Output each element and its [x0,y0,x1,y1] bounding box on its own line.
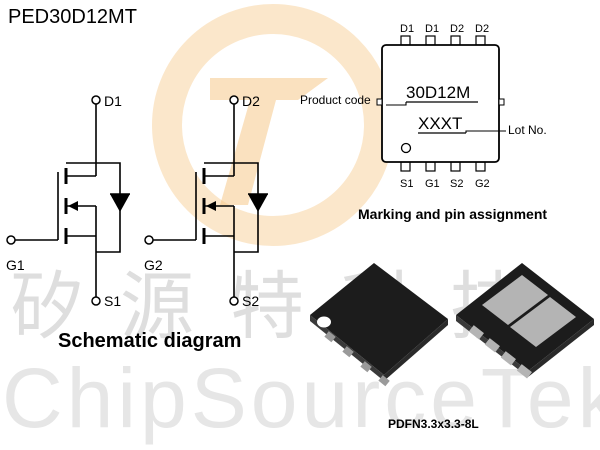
mosfet-2-symbol: D2 S2 G2 [144,93,268,309]
package-caption: PDFN3.3x3.3-8L [388,417,479,431]
top-pin-2 [425,35,436,46]
product-code-leader [386,102,407,106]
bottom-pin-4 [475,161,486,172]
package-bottom-edge-right [528,319,594,377]
s1-terminal [91,296,101,306]
bottom-pins [400,161,486,172]
lot-number-label: Lot No. [508,123,547,137]
bottom-lead [468,325,484,340]
package-bottom-view [456,263,594,379]
top-pin-1 [400,35,411,46]
s2-terminal [229,296,239,306]
d1-label: D1 [104,93,122,109]
package-lead [360,361,372,373]
bottom-pin-3 [450,161,461,172]
bottom-lead [484,338,500,353]
marking-caption: Marking and pin assignment [358,206,548,222]
package-lead [324,331,336,343]
d2-terminal [229,95,239,105]
marking-diagram: D1 D1 D2 D2 S1 G1 S2 G2 30D12M Product c… [300,23,547,190]
d2-label: D2 [242,93,260,109]
package-outline [381,44,500,163]
body-diode-icon [248,194,268,212]
bottom-lead [500,351,516,366]
pin1-dot-icon [317,316,331,328]
g2-terminal [144,235,154,245]
watermark-logo-icon [152,4,394,246]
bottom-pin-label-4: G2 [475,178,490,190]
watermark-logo-ring [152,4,394,246]
right-side-tab [498,98,505,106]
lot-code-leader [465,130,506,133]
top-pin-label-1: D1 [400,23,414,35]
body-diode-icon [110,194,130,212]
bottom-pin-label-3: S2 [450,178,463,190]
s2-label: S2 [242,293,259,309]
g1-terminal [6,235,16,245]
top-pin-label-4: D2 [475,23,489,35]
top-pin-4 [475,35,486,46]
schematic-caption: Schematic diagram [58,330,242,352]
lot-code-marking: XXXT [418,114,462,133]
top-pin-label-3: D2 [450,23,464,35]
bottom-pin-label-2: G1 [425,178,440,190]
product-code-label: Product code [300,93,371,107]
bottom-pin-1 [400,161,411,172]
g2-label: G2 [144,257,163,273]
watermark-english-text: ChipSourceTek [2,351,600,445]
mosfet-1-symbol: D1 S1 G1 [6,93,130,309]
channel-arrow-icon [206,201,216,211]
thermal-pad-2 [510,297,576,347]
top-pin-3 [450,35,461,46]
bottom-lead [516,364,532,379]
channel-arrow-icon [68,201,78,211]
package-lead [378,375,390,387]
package-lead [342,346,354,358]
watermark-logo-letter [210,78,328,205]
part-number-title: PED30D12MT [8,6,137,28]
d1-terminal [91,95,101,105]
schematic-diagram: D1 S1 G1 D2 S2 G2 [6,93,268,309]
top-pins [400,35,486,46]
package-top-view [310,263,448,387]
product-code-marking: 30D12M [406,83,470,102]
s1-label: S1 [104,293,121,309]
thermal-pad-1 [482,275,548,325]
package-top-body [310,263,448,375]
bottom-pin-label-1: S1 [400,178,413,190]
package-top-edge-right [384,319,448,381]
pin1-indicator-dot [400,142,412,154]
top-pin-label-2: D1 [425,23,439,35]
bottom-pin-2 [425,161,436,172]
left-side-tab [376,98,383,106]
package-illustration [310,263,594,387]
g1-label: G1 [6,257,25,273]
